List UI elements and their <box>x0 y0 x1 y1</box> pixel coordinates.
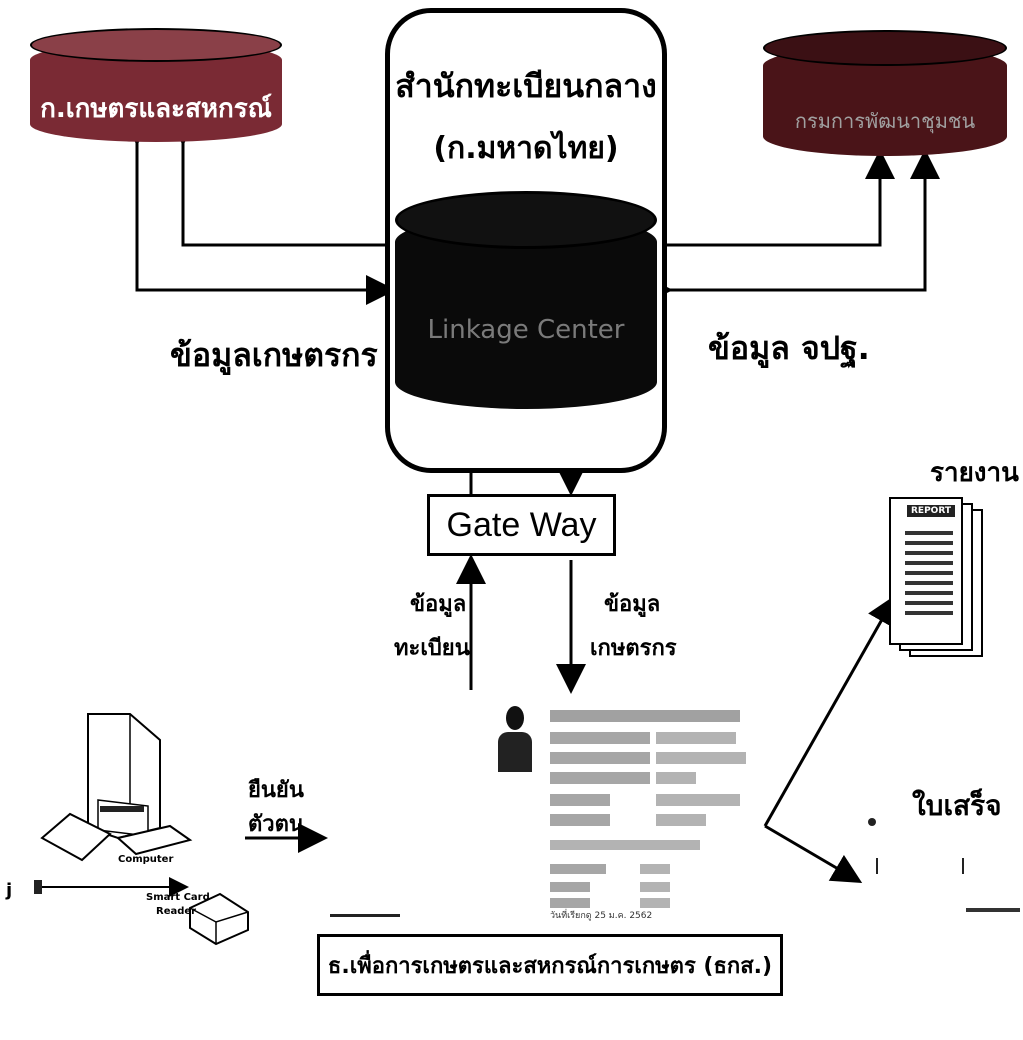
card-chip-icon <box>34 880 42 894</box>
farmer-data-label: ข้อมูลเกษตรกร <box>170 336 378 374</box>
cdd-data-label: ข้อมูล จปฐ. <box>708 329 870 367</box>
right-upper-connector <box>667 149 895 247</box>
community-dept-cylinder: กรมการพัฒนาชุมชน <box>763 30 1007 158</box>
left-outer-connector <box>122 116 396 305</box>
receipt-mark-1 <box>868 818 876 826</box>
smart-card-label-2: Reader <box>156 906 197 917</box>
farmer-record-card: วันที่เรียกดู 25 ม.ค. 2562 <box>330 700 750 921</box>
card-date: วันที่เรียกดู 25 ม.ค. 2562 <box>550 911 653 921</box>
receipt-label: ใบเสร็จ <box>912 789 1002 822</box>
id-card-icon: j <box>6 880 13 901</box>
community-dept-label: กรมการพัฒนาชุมชน <box>794 109 976 133</box>
linkage-center-label: Linkage Center <box>427 315 625 345</box>
left-inner-connector <box>168 116 390 247</box>
gateway-box: Gate Way <box>427 494 616 556</box>
farmer-data-gw-label-1: ข้อมูล <box>604 592 661 617</box>
farmer-photo <box>498 706 532 772</box>
bank-box: ธ.เพื่อการเกษตรและสหกรณ์การเกษตร (ธกส.) <box>317 934 783 996</box>
receipt-mark-3 <box>962 858 964 874</box>
central-registry-title: สำนักทะเบียนกลาง <box>395 67 657 105</box>
receipt-mark-2 <box>876 858 878 874</box>
verify-label-1: ยืนยัน <box>248 778 304 803</box>
report-header: REPORT <box>907 505 955 517</box>
to-receipt-arrow <box>764 824 863 884</box>
registry-data-label-1: ข้อมูล <box>410 592 467 617</box>
registry-data-label-2: ทะเบียน <box>394 636 470 661</box>
bank-label: ธ.เพื่อการเกษตรและสหกรณ์การเกษตร (ธกส.) <box>327 953 773 979</box>
report-document-icon: REPORT <box>887 497 983 657</box>
agriculture-ministry-cylinder: ก.เกษตรและสหกรณ์ <box>30 28 282 144</box>
linkage-center-cylinder: Linkage Center <box>395 191 657 411</box>
receipt-footer-line <box>966 908 1020 912</box>
verify-label-2: ตัวตน <box>248 812 304 837</box>
agriculture-ministry-label: ก.เกษตรและสหกรณ์ <box>40 94 272 124</box>
computer-label: Computer <box>118 854 174 865</box>
computer-icon <box>40 710 210 870</box>
right-lower-connector <box>643 149 940 305</box>
smart-card-reader-icon <box>186 890 252 946</box>
farmer-data-gw-label-2: เกษตรกร <box>590 636 677 661</box>
gateway-label: Gate Way <box>446 505 597 544</box>
central-registry-box: สำนักทะเบียนกลาง (ก.มหาดไทย) Linkage Cen… <box>385 8 667 473</box>
central-registry-subtitle: (ก.มหาดไทย) <box>433 131 619 166</box>
report-label: รายงาน <box>930 458 1019 488</box>
to-report-arrow <box>763 594 896 827</box>
smart-card-label-1: Smart Card <box>146 892 210 903</box>
